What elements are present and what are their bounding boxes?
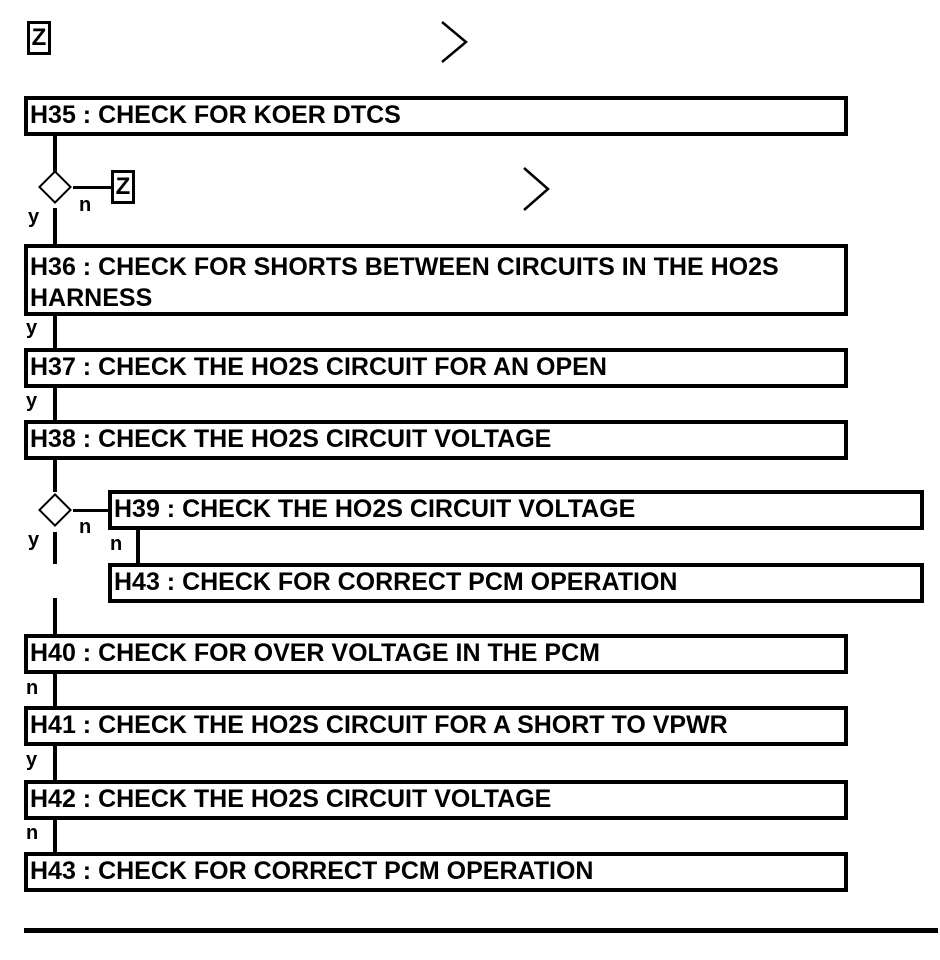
connector-line (53, 820, 57, 854)
step-h43[interactable]: H43 : CHECK FOR CORRECT PCM OPERATION (24, 852, 848, 892)
connector-line (53, 460, 57, 492)
branch-label-no: n (79, 516, 92, 538)
step-h40[interactable]: H40 : CHECK FOR OVER VOLTAGE IN THE PCM (24, 634, 848, 674)
step-h43-branch[interactable]: H43 : CHECK FOR CORRECT PCM OPERATION (108, 563, 924, 603)
decision-diamond-1[interactable] (38, 170, 72, 204)
step-h38[interactable]: H38 : CHECK THE HO2S CIRCUIT VOLTAGE (24, 420, 848, 460)
connector-line (53, 598, 57, 636)
branch-label-no: n (79, 194, 92, 216)
branch-label-yes: y (26, 317, 38, 339)
connector-line (53, 532, 57, 564)
connector-line (136, 530, 140, 564)
branch-label-yes: y (26, 390, 38, 412)
connector-line (53, 136, 57, 174)
step-h41[interactable]: H41 : CHECK THE HO2S CIRCUIT FOR A SHORT… (24, 706, 848, 746)
branch-label-yes: y (26, 749, 38, 771)
connector-line (53, 208, 57, 246)
branch-label-no: n (110, 533, 123, 555)
connector-line (53, 316, 57, 350)
connector-line (53, 674, 57, 708)
connector-line (73, 509, 111, 512)
connector-line (73, 186, 111, 189)
decision-diamond-2[interactable] (38, 493, 72, 527)
z-box-icon[interactable]: Z (27, 21, 51, 55)
step-h35[interactable]: H35 : CHECK FOR KOER DTCS (24, 96, 848, 136)
step-h36[interactable]: H36 : CHECK FOR SHORTS BETWEEN CIRCUITS … (24, 244, 848, 316)
branch-label-no: n (26, 822, 39, 844)
branch-label-yes: y (28, 529, 40, 551)
bottom-divider (24, 928, 938, 933)
branch-label-no: n (26, 677, 39, 699)
z-box-icon[interactable]: Z (111, 170, 135, 204)
chevron-right-icon[interactable] (522, 167, 552, 212)
chevron-right-icon[interactable] (440, 21, 470, 64)
connector-line (53, 746, 57, 782)
step-h42[interactable]: H42 : CHECK THE HO2S CIRCUIT VOLTAGE (24, 780, 848, 820)
connector-line (53, 388, 57, 422)
branch-label-yes: y (28, 206, 40, 228)
step-h37[interactable]: H37 : CHECK THE HO2S CIRCUIT FOR AN OPEN (24, 348, 848, 388)
step-h39[interactable]: H39 : CHECK THE HO2S CIRCUIT VOLTAGE (108, 490, 924, 530)
